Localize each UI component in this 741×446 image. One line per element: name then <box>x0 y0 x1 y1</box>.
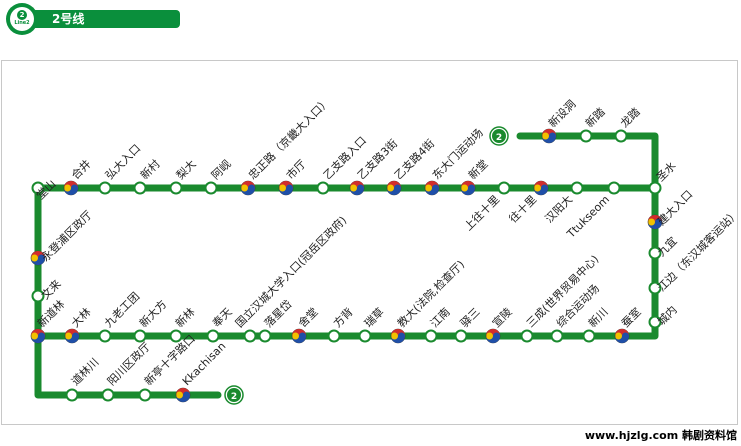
station-marker <box>133 181 147 195</box>
station-label: 梨大 <box>173 157 198 182</box>
station-marker <box>648 281 662 295</box>
station-label: 往十里 <box>506 192 539 225</box>
station-marker <box>98 329 112 343</box>
station-label: 上往十里 <box>461 192 502 233</box>
line-end-badge-top-fill <box>492 129 506 143</box>
station-marker <box>520 329 534 343</box>
transfer-marker-blue <box>176 391 190 402</box>
map-frame <box>1 60 738 425</box>
station-marker <box>358 329 372 343</box>
station-label: 合井 <box>68 157 93 182</box>
station-label: 国立汉城大学入口(冠岳区政府) <box>232 213 349 330</box>
station-marker <box>607 181 621 195</box>
station-label: 方背 <box>330 305 355 330</box>
station-label: 阿岘 <box>208 157 233 182</box>
station-marker <box>204 181 218 195</box>
station-marker <box>133 329 147 343</box>
transfer-marker-blue <box>65 332 79 343</box>
page-title: 2号线 <box>52 12 85 26</box>
line-end-badge-top-number: 2 <box>496 133 502 143</box>
station-label: 新川 <box>585 305 610 330</box>
station-marker <box>101 388 115 402</box>
station-label: 江南 <box>428 305 453 330</box>
station-marker <box>31 181 45 195</box>
transfer-marker-blue <box>534 184 548 195</box>
station-label: 新大方 <box>136 297 169 330</box>
station-marker <box>169 181 183 195</box>
station-label: 大林 <box>68 305 93 330</box>
station-label-branch-top: 龙踏 <box>617 105 642 130</box>
transfer-marker-blue <box>64 184 78 195</box>
station-marker <box>424 329 438 343</box>
station-label: 弘大入口 <box>102 141 143 182</box>
transfer-marker-blue <box>391 332 405 343</box>
station-label: 汉阳大 <box>542 192 575 225</box>
station-marker <box>316 181 330 195</box>
station-label: 乙支路4街 <box>391 136 437 182</box>
station-marker <box>570 181 584 195</box>
transfer-marker-blue <box>615 332 629 343</box>
station-marker <box>648 246 662 260</box>
transfer-marker-blue <box>31 254 45 265</box>
header-bar <box>18 10 180 28</box>
station-marker <box>206 329 220 343</box>
station-label: 新堂 <box>465 157 490 182</box>
station-marker <box>258 329 272 343</box>
station-marker <box>579 129 593 143</box>
station-label: 新村 <box>137 157 162 182</box>
station-marker <box>327 329 341 343</box>
station-label: 道林川 <box>68 355 101 388</box>
station-marker <box>550 329 564 343</box>
station-label: 新林 <box>172 305 197 330</box>
station-label: 驿三 <box>458 305 483 330</box>
station-marker <box>243 329 257 343</box>
transfer-marker-blue <box>425 184 439 195</box>
station-label: 宣陵 <box>489 305 514 330</box>
station-marker <box>98 181 112 195</box>
station-label: 瑞草 <box>361 305 386 330</box>
line-end-badge-bottom-number: 2 <box>231 392 237 402</box>
transfer-marker-blue <box>648 218 662 229</box>
station-label: 永登浦区政厅 <box>38 208 95 265</box>
station-label: 建大入口 <box>654 187 695 228</box>
station-marker <box>648 181 662 195</box>
transfer-marker-blue <box>241 184 255 195</box>
station-marker <box>614 129 628 143</box>
station-marker <box>582 329 596 343</box>
transfer-marker-blue <box>486 332 500 343</box>
station-label-branch-top: 新踏 <box>582 105 607 130</box>
station-label: 九老工团 <box>102 290 142 330</box>
transfer-marker-blue <box>279 184 293 195</box>
station-label: 蚕室 <box>618 305 643 330</box>
transfer-marker-blue <box>292 332 306 343</box>
line-2-badge: 2 Line2 <box>6 3 38 35</box>
station-marker <box>454 329 468 343</box>
station-marker <box>169 329 183 343</box>
transfer-marker-blue <box>350 184 364 195</box>
line-badge-number: 2 <box>17 10 27 20</box>
station-label-branch-top: 新设洞 <box>545 97 578 130</box>
transfer-marker-blue <box>542 132 556 143</box>
station-marker <box>138 388 152 402</box>
station-marker <box>31 289 45 303</box>
footer-credit: www.hjzlg.com 韩剧资料馆 <box>584 429 737 442</box>
station-label: 市厅 <box>283 157 308 182</box>
station-marker <box>65 388 79 402</box>
station-label: 舍堂 <box>295 305 320 330</box>
station-marker <box>497 181 511 195</box>
line-end-badge-bottom-fill <box>227 388 241 402</box>
transfer-marker-blue <box>461 184 476 195</box>
station-marker <box>648 315 662 329</box>
transfer-marker-blue <box>31 332 45 343</box>
station-label: 奉天 <box>209 305 234 330</box>
line-badge-label: Line2 <box>14 20 30 26</box>
transfer-marker-blue <box>387 184 402 195</box>
